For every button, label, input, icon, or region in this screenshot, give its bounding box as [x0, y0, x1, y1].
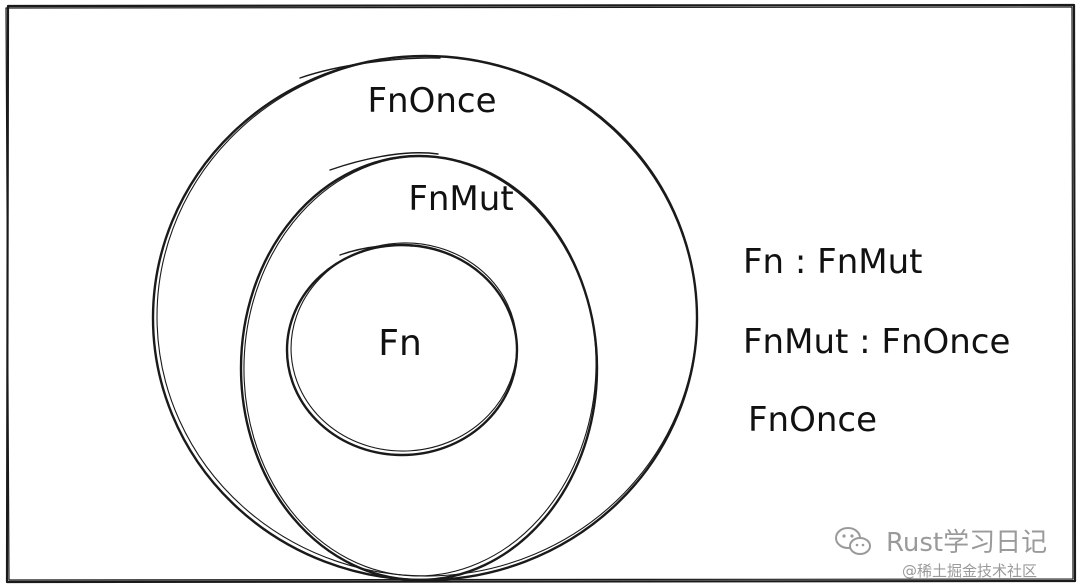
wechat-icon	[835, 527, 871, 555]
fnonce-label: FnOnce	[367, 81, 496, 121]
relation-fnmut-fnonce: FnMut : FnOnce	[743, 322, 1010, 362]
fnmut-circle	[239, 152, 599, 582]
watermark: Rust学习日记 @稀土掘金技术社区	[835, 527, 1047, 580]
watermark-account: Rust学习日记	[886, 528, 1047, 558]
fnonce-circle	[151, 54, 699, 582]
fn-label: Fn	[378, 323, 422, 364]
relation-fn-fnmut: Fn : FnMut	[743, 242, 923, 282]
watermark-community: @稀土掘金技术社区	[902, 562, 1037, 580]
fn-circle	[285, 242, 519, 457]
diagram-frame	[5, 3, 1077, 584]
fnmut-label: FnMut	[408, 179, 513, 219]
relation-fnonce: FnOnce	[748, 400, 877, 440]
